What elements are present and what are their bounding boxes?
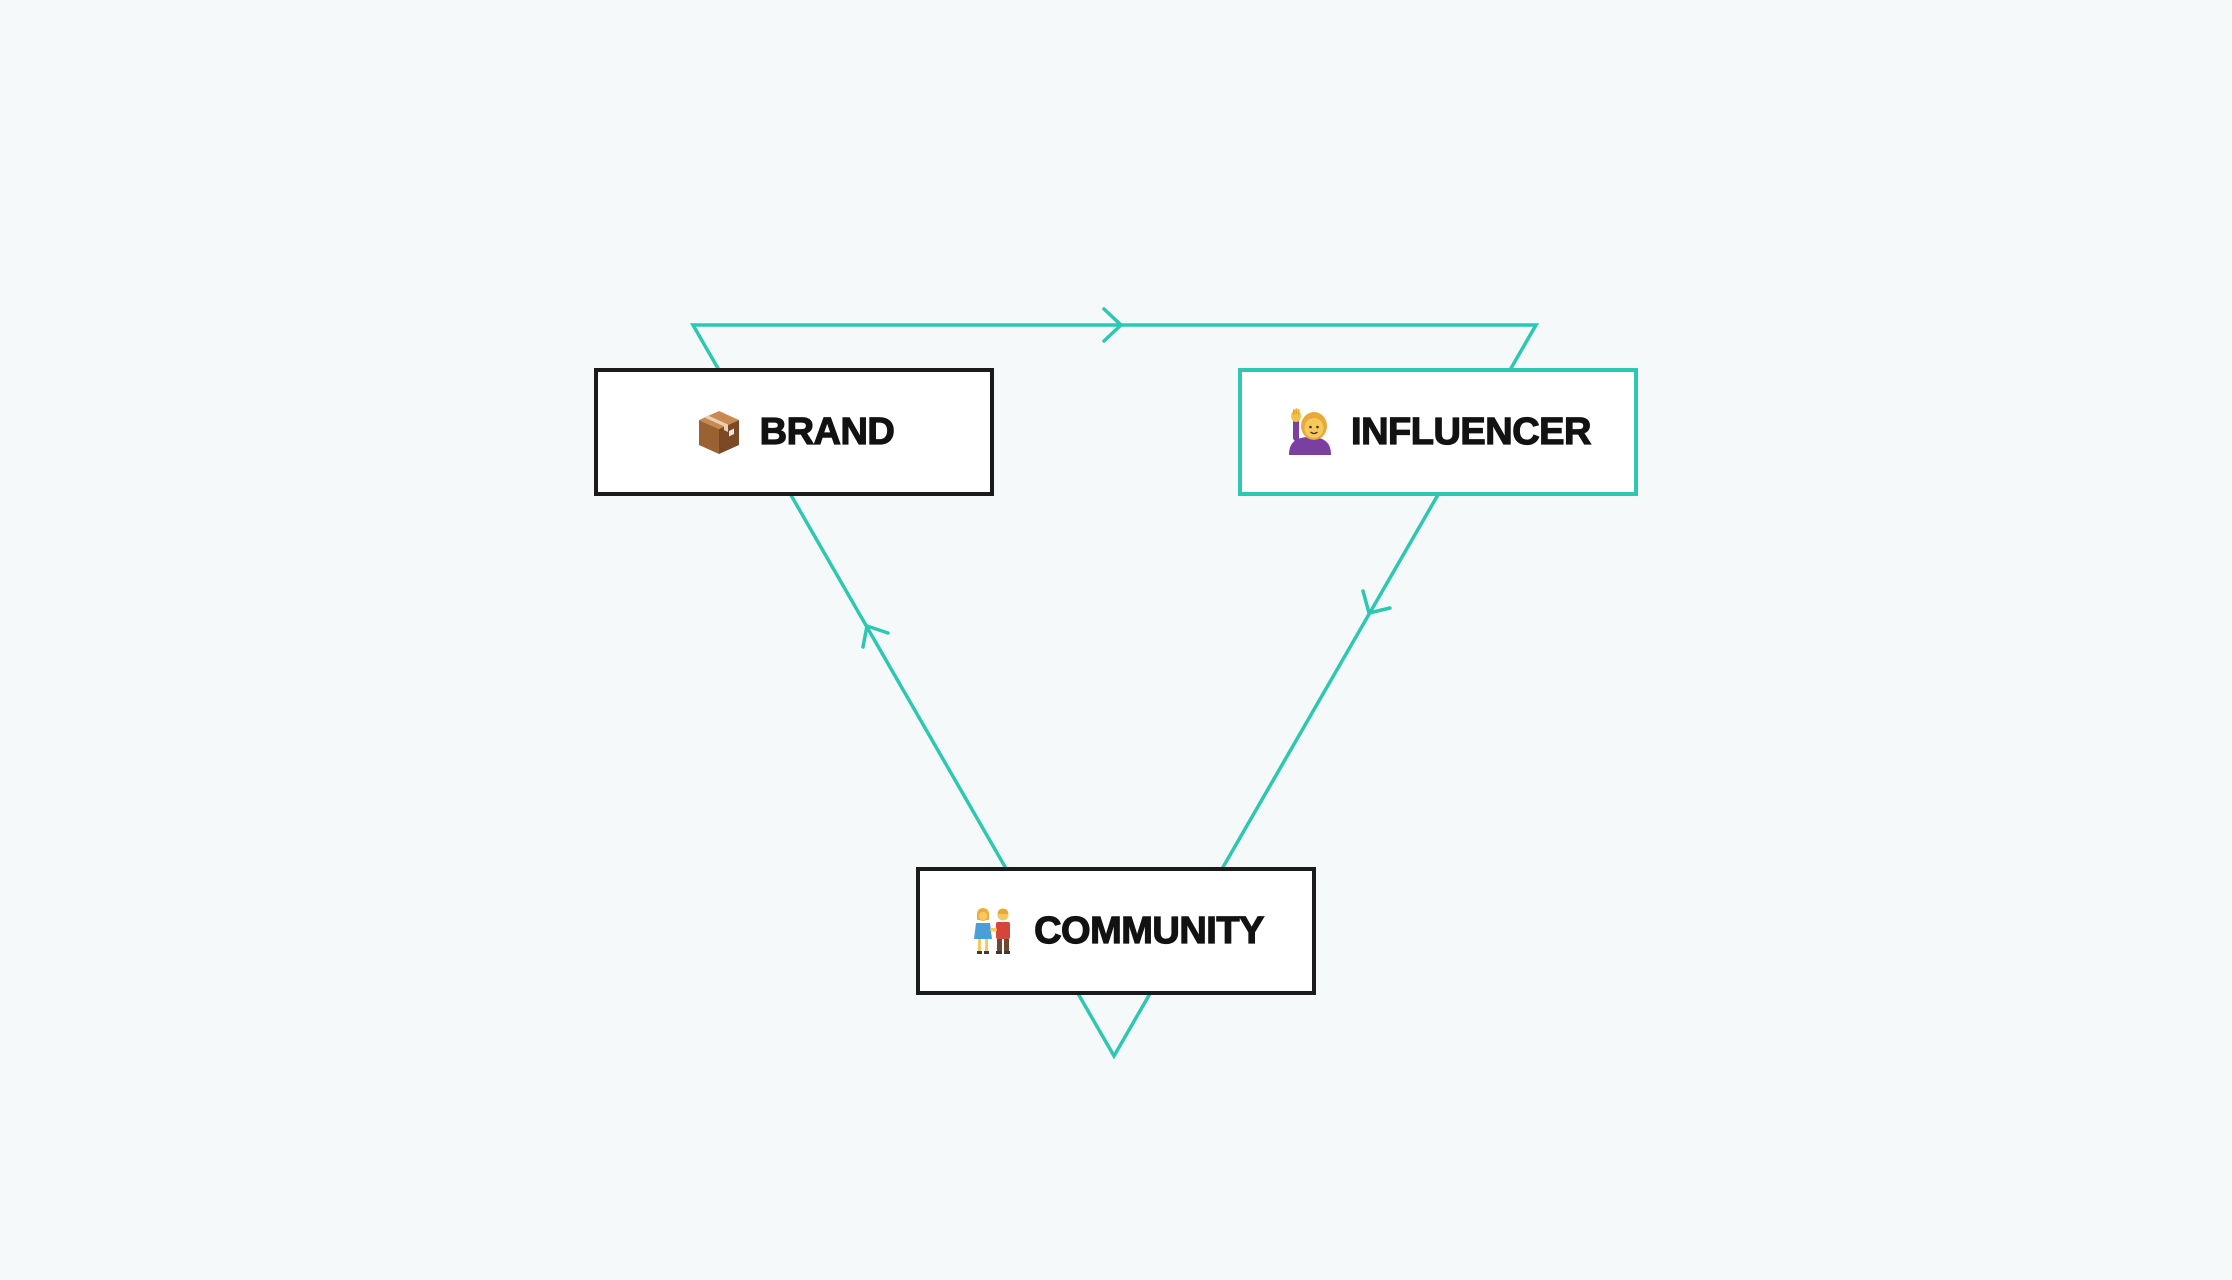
community-label: COMMUNITY [1033, 909, 1265, 952]
couple-holding-hands-icon [968, 906, 1018, 956]
influencer-label: INFLUENCER [1350, 410, 1592, 453]
arrow-brand-to-influencer [1102, 307, 1124, 343]
brand-label: BRAND [759, 410, 895, 453]
person-raising-hand-icon [1285, 407, 1335, 457]
package-icon [694, 407, 744, 457]
influencer-node: INFLUENCER [1238, 368, 1638, 496]
arrow-influencer-to-community [1361, 589, 1392, 616]
flow-triangle-path [689, 323, 1540, 1060]
arrow-community-to-brand [861, 623, 890, 649]
community-node: COMMUNITY [916, 867, 1316, 995]
brand-node: BRAND [594, 368, 994, 496]
